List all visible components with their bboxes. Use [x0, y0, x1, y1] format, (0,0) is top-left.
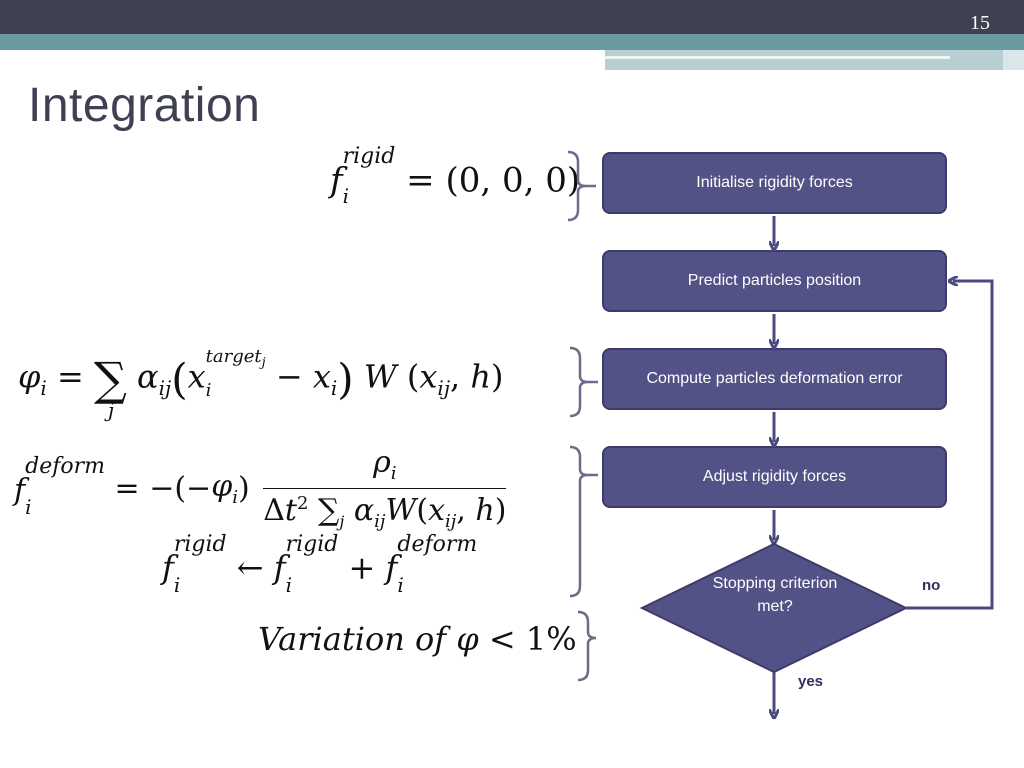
- arrow-no-loop: [906, 281, 994, 610]
- page-number: 15: [970, 12, 990, 34]
- brace-error: [569, 346, 589, 418]
- header-accent-block: [1003, 50, 1024, 70]
- page-title: Integration: [28, 79, 261, 132]
- label-no: no: [922, 577, 941, 594]
- header-accent-strip-light: [605, 50, 1024, 70]
- step-compute-deformation-error: Compute particles deformation error: [602, 348, 947, 410]
- brace-criterion: [577, 610, 597, 682]
- step-initialise-rigidity-forces: Initialise rigidity forces: [602, 152, 947, 214]
- equation-stopping-criterion: Variation of φ < 1%: [258, 620, 577, 658]
- step-predict-particles-position: Predict particles position: [602, 250, 947, 312]
- label-yes: yes: [798, 673, 824, 690]
- header-accent-stripe: [0, 34, 1024, 50]
- decision-label: Stopping criterion met?: [712, 575, 838, 616]
- brace-init: [567, 150, 587, 222]
- header-bar: [0, 0, 1024, 34]
- step-adjust-rigidity-forces: Adjust rigidity forces: [602, 446, 947, 508]
- brace-adjust: [569, 445, 589, 598]
- header-accent-line: [605, 56, 950, 59]
